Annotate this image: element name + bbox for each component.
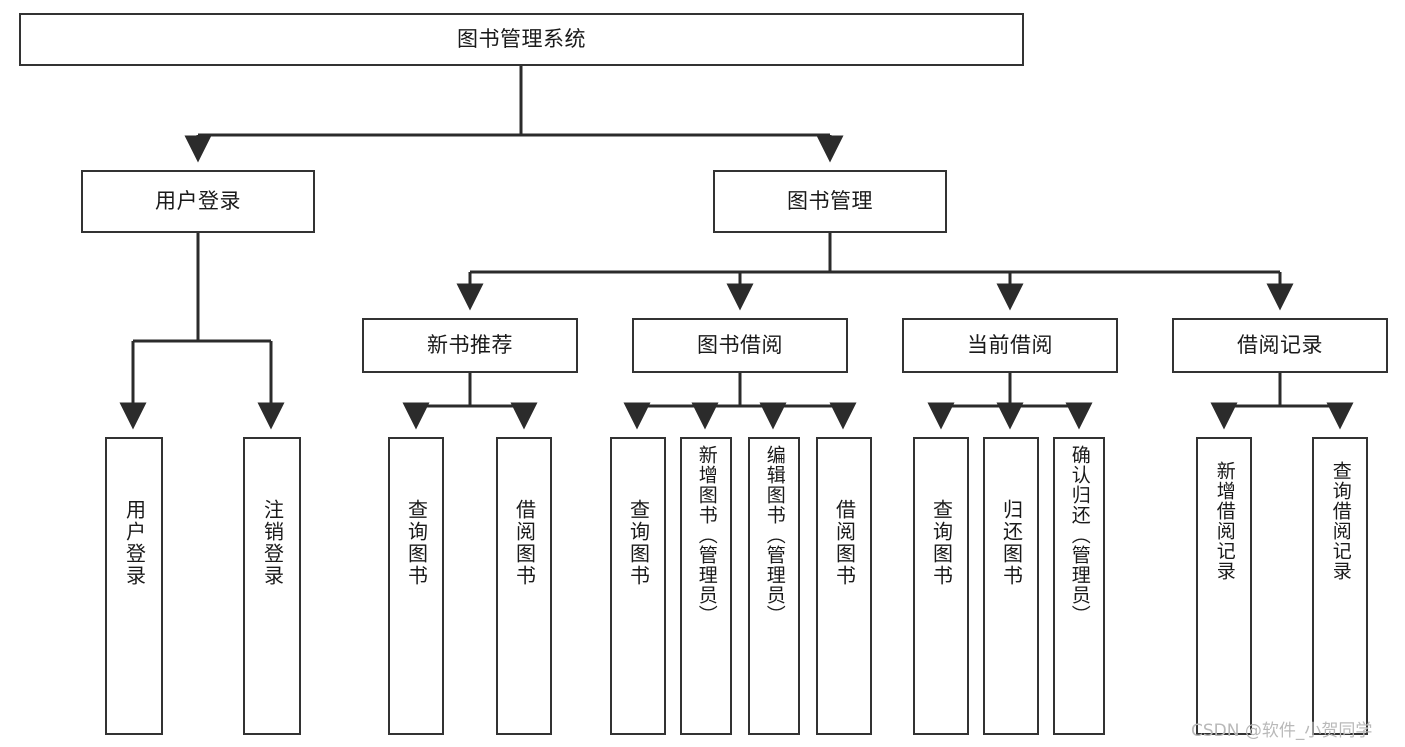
node-user-login[interactable]: 用户登录 — [81, 170, 315, 233]
node-leaf-query-record[interactable]: 查询借阅记录 — [1312, 437, 1368, 735]
node-leaf-query-book-2[interactable]: 查询图书 — [610, 437, 666, 735]
csdn-watermark: CSDN @软件_小贺同学 — [1191, 721, 1373, 741]
node-leaf-edit-book[interactable]: 编辑图书（管理员） — [748, 437, 800, 735]
node-new-book-rec-label: 新书推荐 — [427, 332, 513, 357]
node-leaf-query-book-1[interactable]: 查询图书 — [388, 437, 444, 735]
node-leaf-edit-book-label: 编辑图书（管理员） — [763, 445, 786, 625]
node-leaf-add-record-label: 新增借阅记录 — [1213, 461, 1236, 581]
node-leaf-query-book-3-label: 查询图书 — [929, 499, 954, 587]
node-leaf-logout-login-label: 注销登录 — [260, 499, 285, 587]
node-current-borrow-label: 当前借阅 — [967, 332, 1053, 357]
node-leaf-borrow-book-2[interactable]: 借阅图书 — [816, 437, 872, 735]
node-book-manage[interactable]: 图书管理 — [713, 170, 947, 233]
node-leaf-borrow-book-2-label: 借阅图书 — [832, 499, 857, 587]
node-leaf-add-book[interactable]: 新增图书（管理员） — [680, 437, 732, 735]
node-leaf-return-book-label: 归还图书 — [999, 499, 1024, 587]
node-current-borrow[interactable]: 当前借阅 — [902, 318, 1118, 373]
node-leaf-confirm-return[interactable]: 确认归还（管理员） — [1053, 437, 1105, 735]
node-leaf-borrow-book-1-label: 借阅图书 — [512, 499, 537, 587]
node-book-manage-label: 图书管理 — [787, 188, 873, 213]
node-borrow-record-label: 借阅记录 — [1237, 332, 1323, 357]
node-leaf-logout-login[interactable]: 注销登录 — [243, 437, 301, 735]
node-leaf-user-login[interactable]: 用户登录 — [105, 437, 163, 735]
node-root[interactable]: 图书管理系统 — [19, 13, 1024, 66]
node-root-label: 图书管理系统 — [457, 26, 586, 51]
node-leaf-return-book[interactable]: 归还图书 — [983, 437, 1039, 735]
node-user-login-label: 用户登录 — [155, 188, 241, 213]
node-new-book-rec[interactable]: 新书推荐 — [362, 318, 578, 373]
node-leaf-query-record-label: 查询借阅记录 — [1329, 461, 1352, 581]
node-borrow-record[interactable]: 借阅记录 — [1172, 318, 1388, 373]
node-leaf-confirm-return-label: 确认归还（管理员） — [1068, 445, 1091, 625]
node-book-borrow[interactable]: 图书借阅 — [632, 318, 848, 373]
node-leaf-user-login-label: 用户登录 — [122, 499, 147, 587]
node-book-borrow-label: 图书借阅 — [697, 332, 783, 357]
node-leaf-add-record[interactable]: 新增借阅记录 — [1196, 437, 1252, 735]
node-leaf-borrow-book-1[interactable]: 借阅图书 — [496, 437, 552, 735]
node-leaf-query-book-1-label: 查询图书 — [404, 499, 429, 587]
node-leaf-query-book-2-label: 查询图书 — [626, 499, 651, 587]
node-leaf-query-book-3[interactable]: 查询图书 — [913, 437, 969, 735]
node-leaf-add-book-label: 新增图书（管理员） — [695, 445, 718, 625]
